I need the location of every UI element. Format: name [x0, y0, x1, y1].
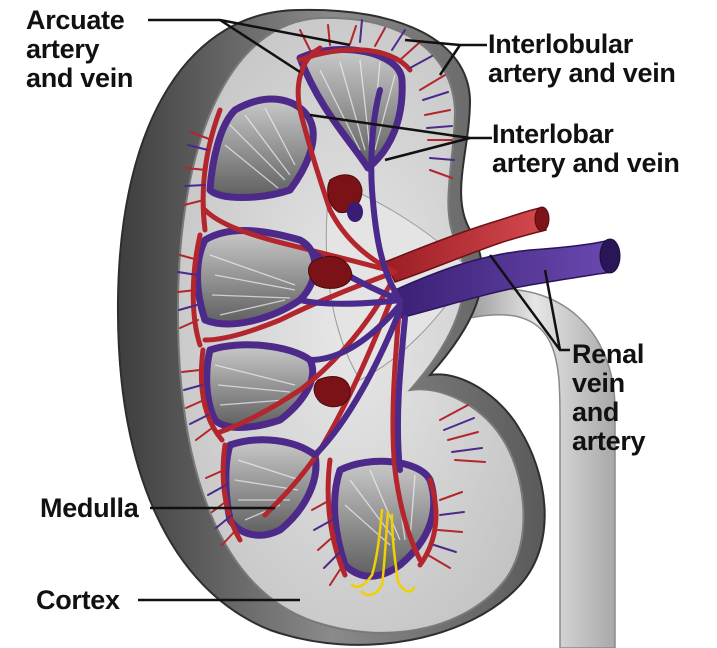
label-arcuate-line-3: and vein [26, 64, 133, 93]
vein-lumen [347, 202, 363, 222]
label-renal-line-3: and [572, 398, 645, 427]
label-cortex-text: Cortex [36, 586, 120, 615]
label-interlobar-line-1: Interlobar [492, 120, 680, 149]
label-renal-vein-and-artery: Renal vein and artery [572, 340, 645, 456]
label-renal-line-4: artery [572, 427, 645, 456]
label-renal-line-2: vein [572, 369, 645, 398]
label-renal-line-1: Renal [572, 340, 645, 369]
label-interlobar-line-2: artery and vein [492, 149, 680, 178]
label-medulla: Medulla [40, 494, 138, 523]
label-cortex: Cortex [36, 586, 120, 615]
renal-artery-opening [535, 207, 549, 231]
label-interlobular-line-2: artery and vein [488, 59, 676, 88]
label-medulla-text: Medulla [40, 494, 138, 523]
label-arcuate-line-2: artery [26, 35, 133, 64]
label-interlobular-line-1: Interlobular [488, 30, 676, 59]
label-arcuate-line-1: Arcuate [26, 6, 133, 35]
label-interlobar-artery-and-vein: Interlobar artery and vein [492, 120, 680, 178]
label-arcuate-artery-and-vein: Arcuate artery and vein [26, 6, 133, 93]
label-interlobular-artery-and-vein: Interlobular artery and vein [488, 30, 676, 88]
renal-vein-opening [600, 239, 620, 273]
